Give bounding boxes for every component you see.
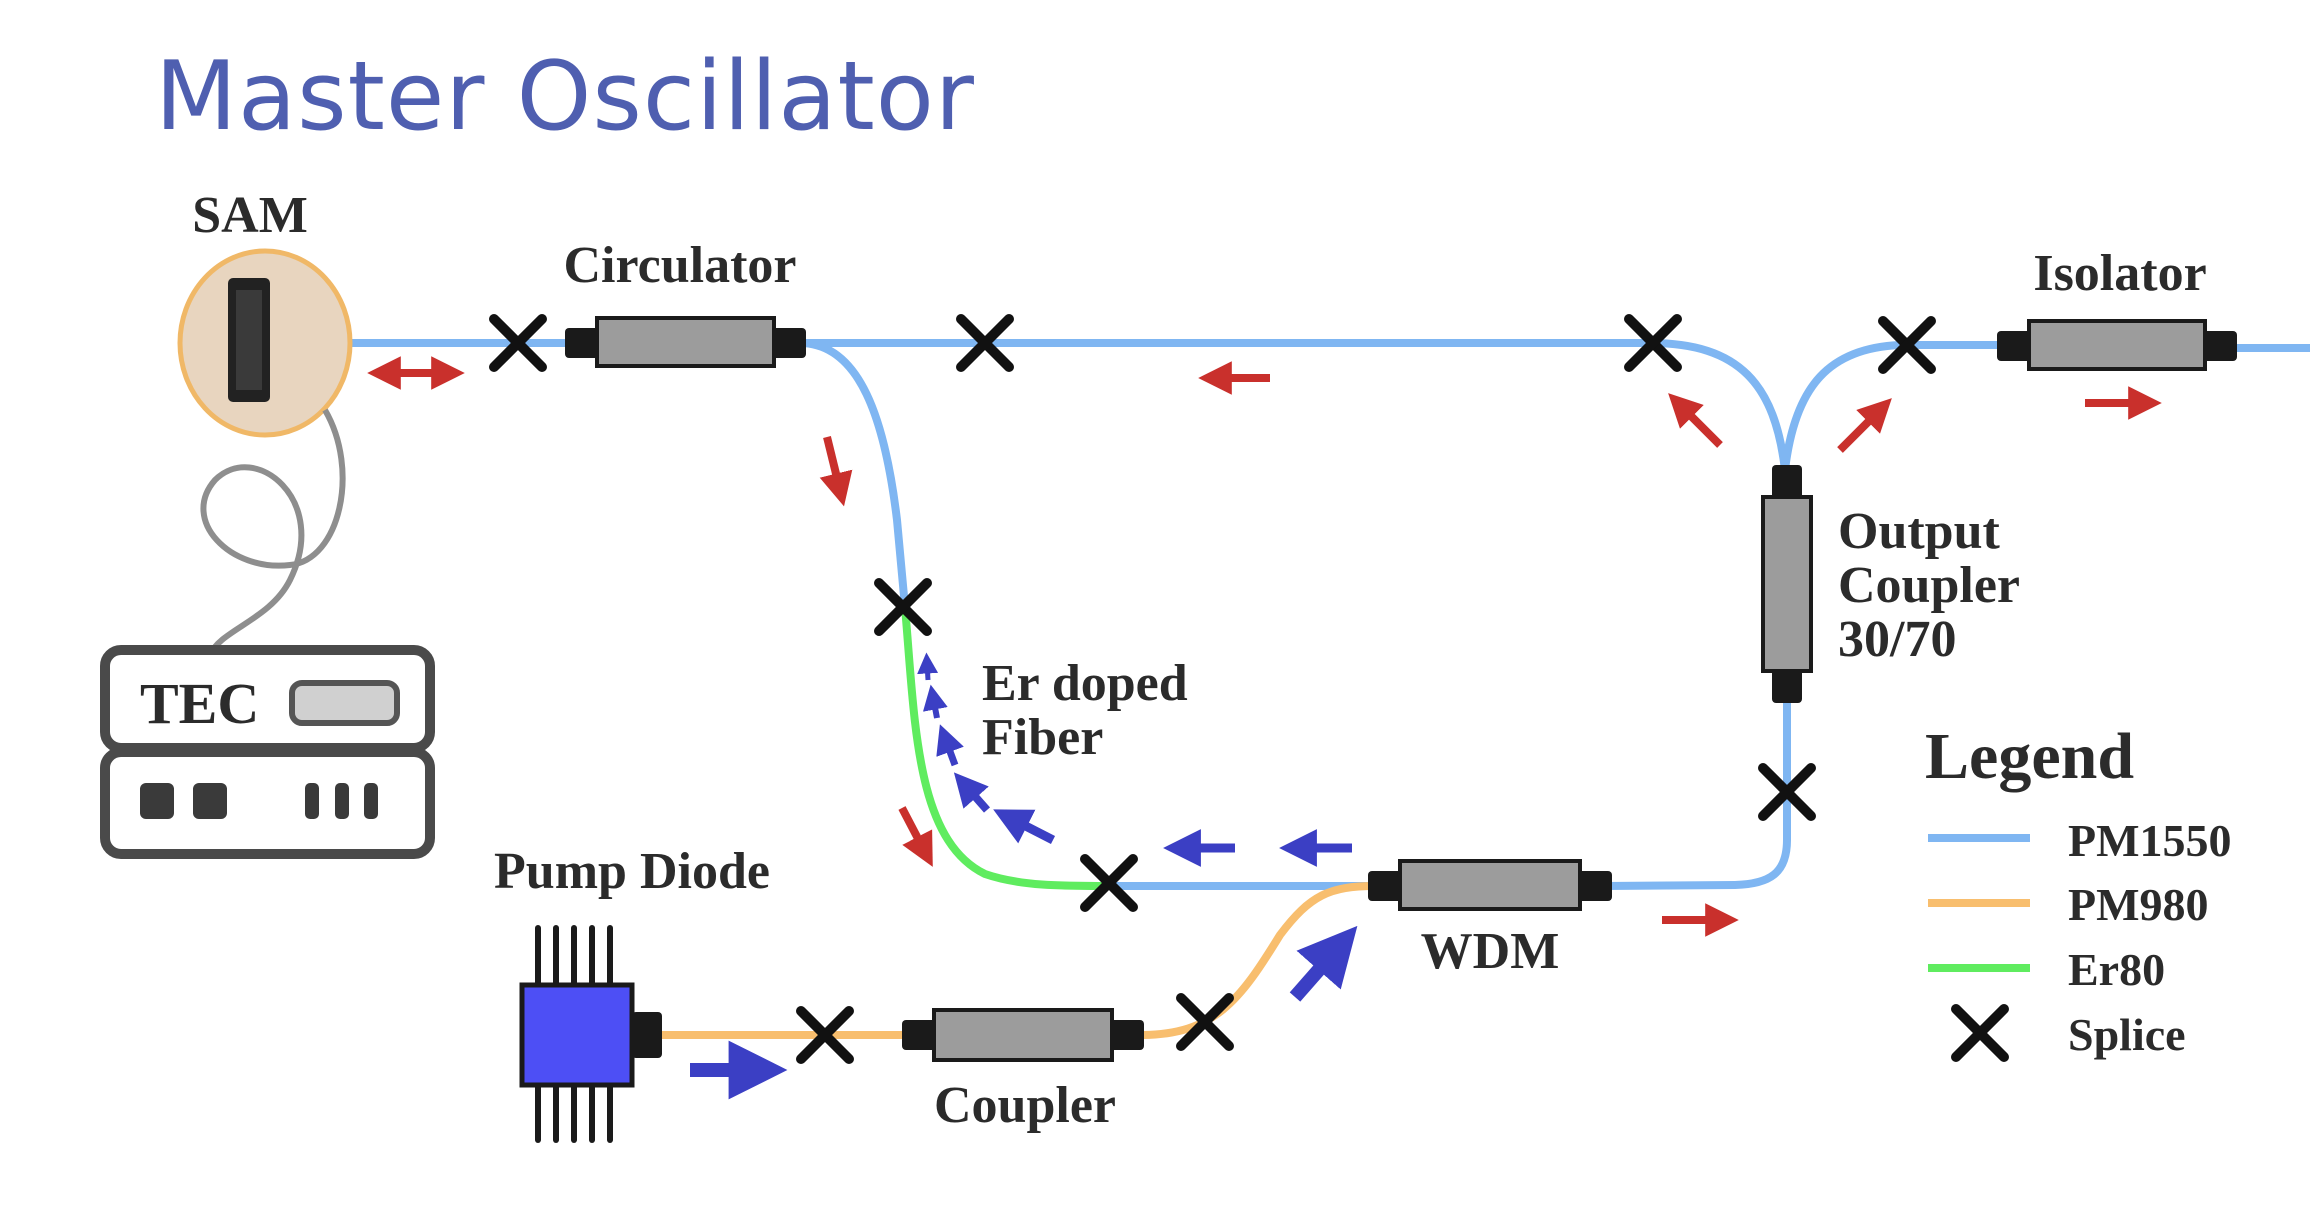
circulator-label: Circulator [564, 237, 797, 294]
fiber-top-to-coupler [1646, 339, 1789, 474]
legend-item-er80: Er80 [2068, 944, 2165, 995]
splice-icon [1181, 998, 1229, 1046]
isolator-component [1997, 319, 2237, 371]
er-doped-label-line2: Fiber [982, 709, 1103, 766]
pump-arrows [690, 652, 1358, 1100]
output-coupler-label-line3: 30/70 [1838, 611, 1956, 668]
fiber-circulator-down [796, 339, 909, 611]
blue-arrow-icon [953, 772, 991, 813]
legend-splice-icon [1956, 1009, 2004, 1057]
output-coupler-label-line2: Coupler [1838, 557, 2020, 614]
output-coupler-label-line1: Output [1838, 503, 2001, 560]
signal-arrows [367, 356, 2162, 937]
pump-coupler-component [902, 1008, 1144, 1062]
pm980-fibers [656, 882, 1379, 1039]
red-arrow-icon [819, 436, 853, 507]
legend-title: Legend [1925, 720, 2134, 793]
pm1550-fibers [261, 339, 2310, 890]
legend-item-pm1550: PM1550 [2068, 815, 2232, 866]
sam-label: SAM [192, 187, 308, 244]
sam-cable [200, 408, 346, 657]
red-arrow-icon [898, 806, 933, 867]
pump-diode-label: Pump Diode [494, 843, 770, 900]
blue-arrow-icon [917, 652, 939, 681]
legend-item-pm980: PM980 [2068, 879, 2209, 930]
isolator-label: Isolator [2033, 245, 2206, 302]
red-arrow-icon [1837, 398, 1892, 453]
red-arrow-icon [1668, 393, 1723, 448]
wdm-label: WDM [1421, 923, 1560, 980]
page-title: Master Oscillator [155, 42, 975, 152]
fiber-coupler-to-isolator [1781, 341, 2009, 474]
circulator-component [565, 316, 806, 368]
wdm-component [1368, 859, 1612, 911]
fiber-coupler-to-wdm [1601, 686, 1791, 890]
splice-markers [494, 319, 1931, 1059]
legend: Legend PM1550 PM980 Er80 Splice [1925, 720, 2232, 1060]
legend-item-splice: Splice [2068, 1009, 2186, 1060]
blue-arrow-icon [922, 684, 948, 719]
coupler-label: Coupler [934, 1077, 1116, 1134]
blue-arrow-icon [936, 724, 964, 767]
pump-diode-chip-icon [519, 925, 662, 1143]
er80-fiber [901, 603, 1114, 890]
blue-arrow-icon [993, 809, 1056, 845]
output-coupler-component [1761, 465, 1813, 703]
blue-arrow-icon [1289, 925, 1358, 1002]
tec-controller-icon [100, 645, 435, 859]
er-doped-label-line1: Er doped [982, 655, 1188, 712]
tec-label: TEC [140, 671, 259, 736]
sam-component [177, 248, 353, 438]
